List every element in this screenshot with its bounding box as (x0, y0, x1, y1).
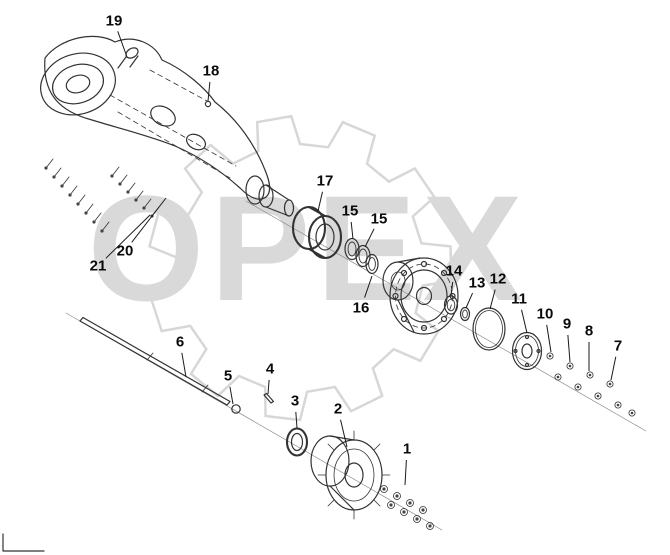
callout-label-12: 12 (490, 271, 507, 288)
callout-label-19: 19 (106, 13, 123, 30)
callout-label-10: 10 (537, 306, 554, 323)
rings-15-15-16-drawing (344, 237, 379, 275)
callout-label-4: 4 (266, 361, 275, 378)
callout-leader-21 (105, 214, 151, 259)
callout-label-15: 15 (371, 211, 388, 228)
gear-watermark-icon (148, 114, 453, 422)
callout-leader-1 (404, 459, 407, 486)
breather-plug-19-drawing (125, 47, 139, 59)
callout-label-16: 16 (353, 300, 370, 317)
callout-label-2: 2 (334, 401, 342, 418)
callout-leader-5 (229, 386, 234, 405)
callout-leader-19 (117, 31, 128, 58)
callout-label-7: 7 (614, 338, 622, 355)
callout-label-8: 8 (585, 323, 593, 340)
bearing-17-drawing (291, 205, 343, 260)
callout-label-11: 11 (511, 291, 527, 308)
axle-shaft-6-drawing (79, 316, 241, 414)
callout-label-1: 1 (403, 441, 411, 458)
wheel-hub-2-drawing (310, 430, 391, 520)
callout-leader-15 (364, 228, 375, 248)
callout-leader-20 (131, 197, 167, 243)
callout-leader-17 (317, 191, 323, 212)
callout-label-13: 13 (469, 275, 486, 292)
callout-leader-18 (207, 81, 211, 102)
frame-corner-mark (2, 533, 45, 552)
gasket-12-drawing (472, 307, 506, 351)
callout-label-18: 18 (203, 63, 220, 80)
callout-leader-9 (567, 334, 571, 363)
callout-leader-6 (181, 352, 187, 378)
callout-leader-4 (267, 379, 270, 395)
callout-label-3: 3 (291, 393, 299, 410)
ball-5-drawing (231, 404, 241, 414)
callout-leader-10 (546, 324, 552, 353)
callout-label-5: 5 (224, 368, 232, 385)
callout-leader-2 (340, 419, 348, 448)
callout-leader-12 (489, 289, 496, 310)
callout-label-20: 20 (117, 243, 134, 260)
wheel-nuts-1 (380, 485, 434, 530)
callout-leader-3 (295, 411, 298, 429)
callout-leader-7 (610, 356, 617, 381)
callout-label-6: 6 (176, 334, 184, 351)
callout-label-21: 21 (90, 258, 107, 275)
callout-leader-11 (521, 309, 528, 334)
cover-11-drawing (511, 331, 543, 371)
callout-label-9: 9 (563, 316, 571, 333)
callout-leader-13 (465, 292, 474, 309)
hub-carrier-drawing (382, 257, 459, 335)
ring-3-drawing (285, 427, 309, 457)
callout-label-15: 15 (342, 203, 359, 220)
callout-leader-14 (450, 281, 454, 297)
callout-leader-16 (364, 275, 373, 298)
callout-label-14: 14 (446, 263, 463, 280)
callout-leader-15 (350, 221, 354, 240)
bolts-7-8-9-10 (546, 352, 636, 417)
pin-4-drawing (263, 392, 275, 404)
callout-label-17: 17 (317, 173, 334, 190)
bolt-18-drawing (204, 100, 212, 108)
